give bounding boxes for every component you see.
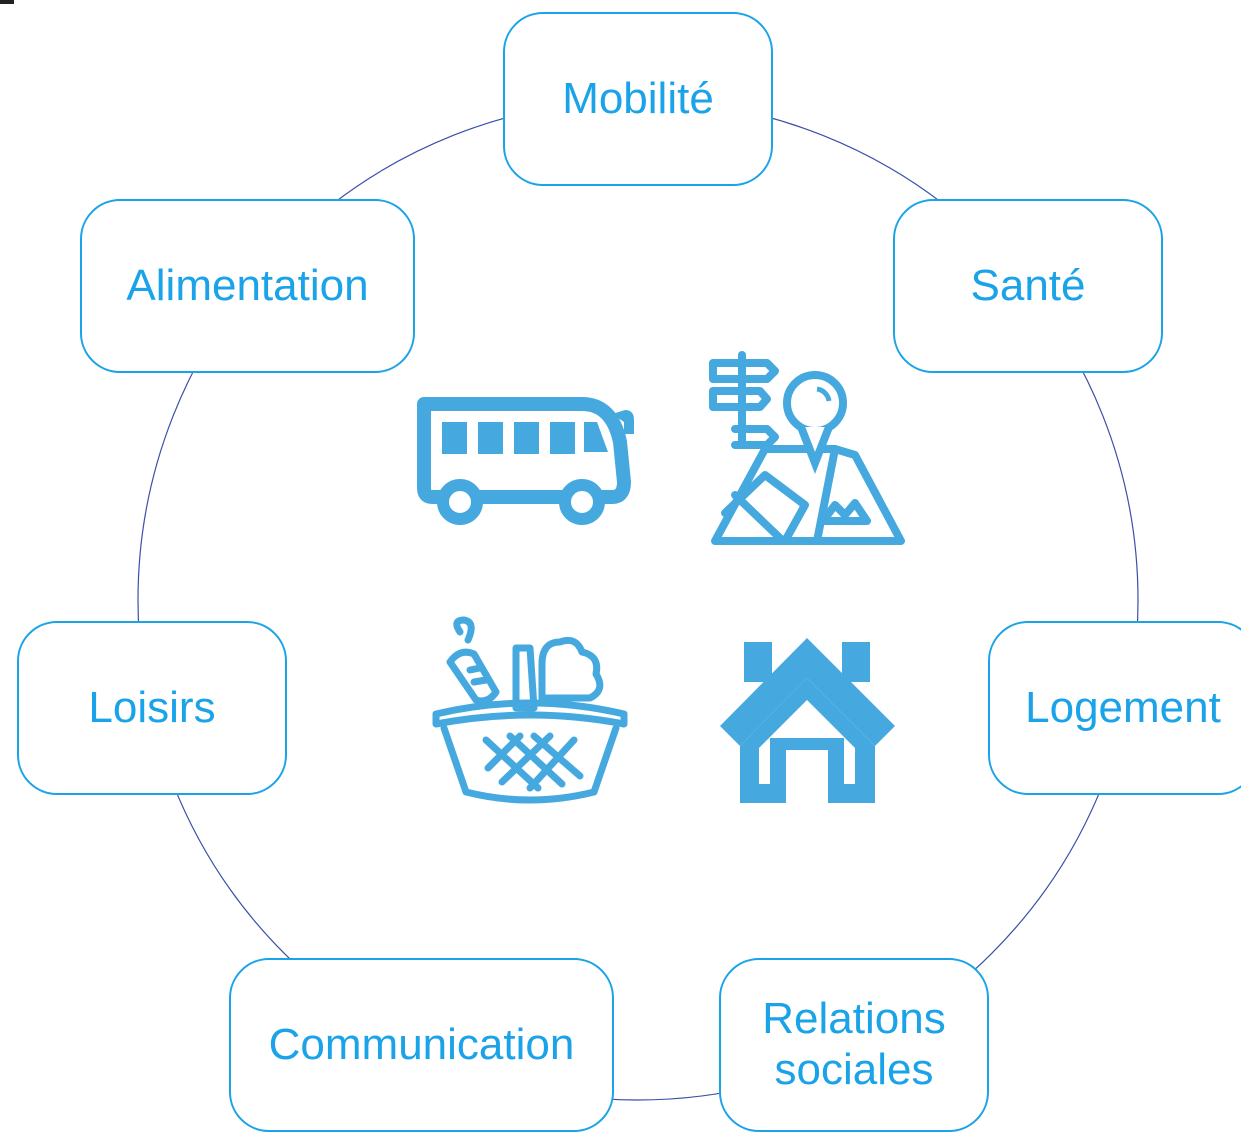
bus-icon [417,397,634,525]
node-label: Logement [1025,682,1221,732]
node-mobilite: Mobilité [503,12,773,186]
node-label: Alimentation [126,260,369,310]
corner-mark [0,0,14,4]
node-label: Loisirs [88,682,216,732]
node-label: Santé [970,260,1086,310]
node-label: Communication [268,1019,575,1069]
node-label: Relations sociales [762,994,946,1094]
food-basket-icon [432,616,628,804]
node-relations-sociales: Relations sociales [719,958,989,1132]
node-sante: Santé [893,199,1163,373]
node-logement: Logement [988,621,1241,795]
node-alimentation: Alimentation [80,199,415,373]
house-icon [720,638,895,803]
node-label: Mobilité [562,73,714,123]
node-loisirs: Loisirs [17,621,287,795]
node-communication: Communication [229,958,614,1132]
map-signpost-icon [709,351,905,545]
